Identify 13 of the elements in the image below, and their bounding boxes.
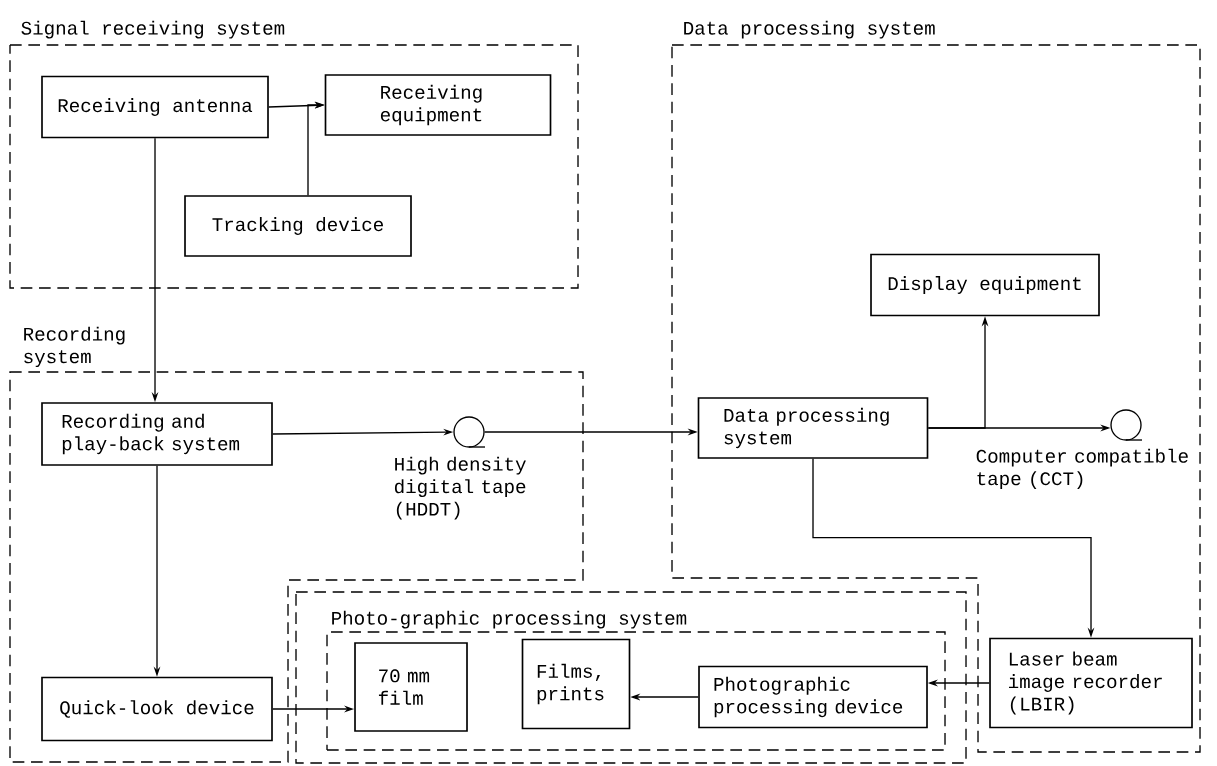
process-box: Laser beam image recorder (LBIR) — [989, 637, 1193, 729]
process-box: Films, prints — [521, 638, 631, 730]
process-box: Tracking device — [184, 195, 412, 257]
process-box: 70 mm film — [354, 642, 468, 732]
process-box: Receiving antenna — [41, 75, 269, 139]
process-box: Receiving equipment — [324, 74, 552, 136]
tape-caption: High density digital tape (HDDT) — [394, 456, 526, 520]
process-box: Recording and play-back system — [41, 402, 273, 466]
tape-caption: Computer compatible tape (CCT) — [976, 448, 1188, 490]
process-box: Data processing system — [697, 397, 929, 459]
process-box: Photographic processing device — [698, 665, 928, 729]
process-box: Quick-look device — [41, 676, 273, 742]
process-box: Display equipment — [870, 253, 1100, 317]
